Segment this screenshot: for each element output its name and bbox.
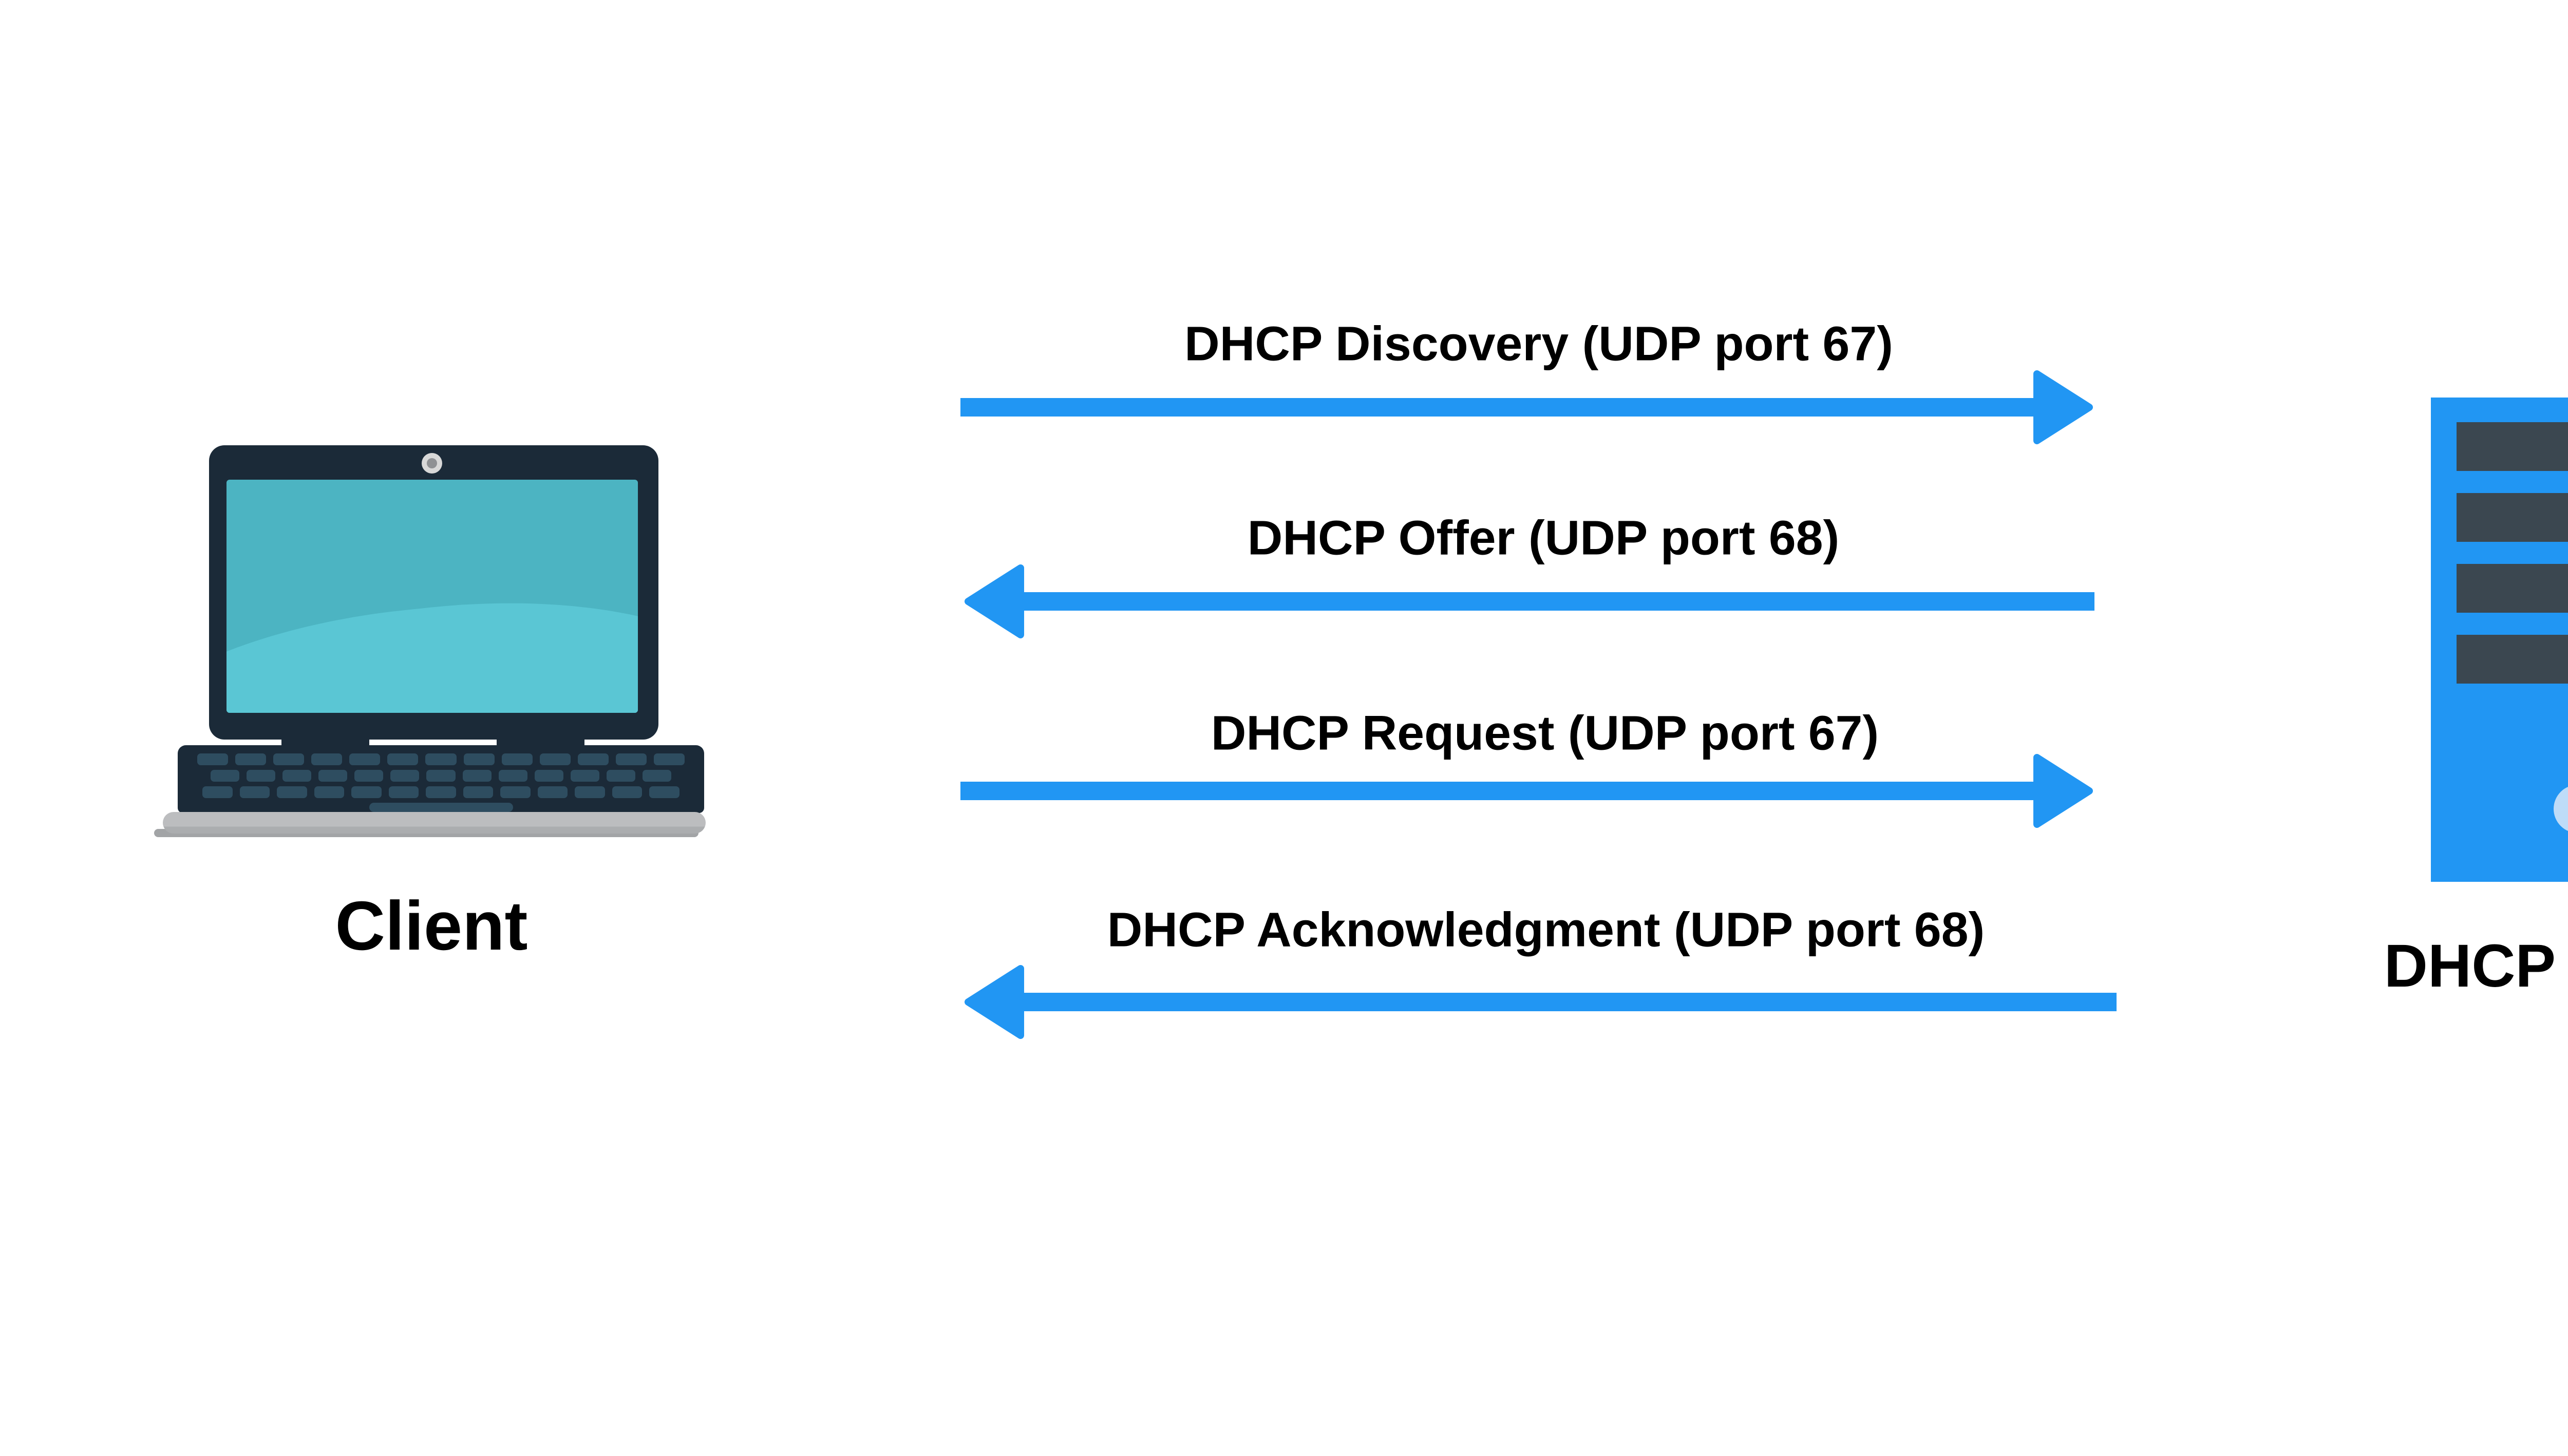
message-label-request: DHCP Request (UDP port 67) bbox=[1211, 706, 1879, 761]
laptop-keyboard-deck bbox=[178, 745, 704, 813]
laptop-keyboard bbox=[197, 753, 685, 812]
laptop-spacebar-key bbox=[369, 803, 513, 812]
arrow-left-acknowledgment-icon bbox=[963, 963, 2117, 1041]
server-rack-bar bbox=[2457, 493, 2568, 542]
server-rack-bar bbox=[2457, 422, 2568, 471]
message-label-acknowledgment: DHCP Acknowledgment (UDP port 68) bbox=[1107, 902, 1985, 957]
server-rack-bar bbox=[2457, 635, 2568, 684]
message-label-offer: DHCP Offer (UDP port 68) bbox=[1247, 510, 1840, 565]
server-label: DHCP Server bbox=[2384, 932, 2568, 1000]
client-label: Client bbox=[335, 887, 528, 965]
laptop-screen bbox=[226, 480, 638, 713]
message-label-discovery: DHCP Discovery (UDP port 67) bbox=[1184, 316, 1893, 371]
arrow-right-discovery-icon bbox=[960, 369, 2094, 446]
arrow-left-offer-icon bbox=[963, 563, 2094, 640]
laptop-webcam-lens bbox=[427, 458, 437, 468]
laptop-base bbox=[163, 812, 706, 834]
laptop-screen-highlight bbox=[226, 572, 638, 713]
arrow-right-request-icon bbox=[960, 752, 2094, 829]
server-rack-bar bbox=[2457, 564, 2568, 613]
